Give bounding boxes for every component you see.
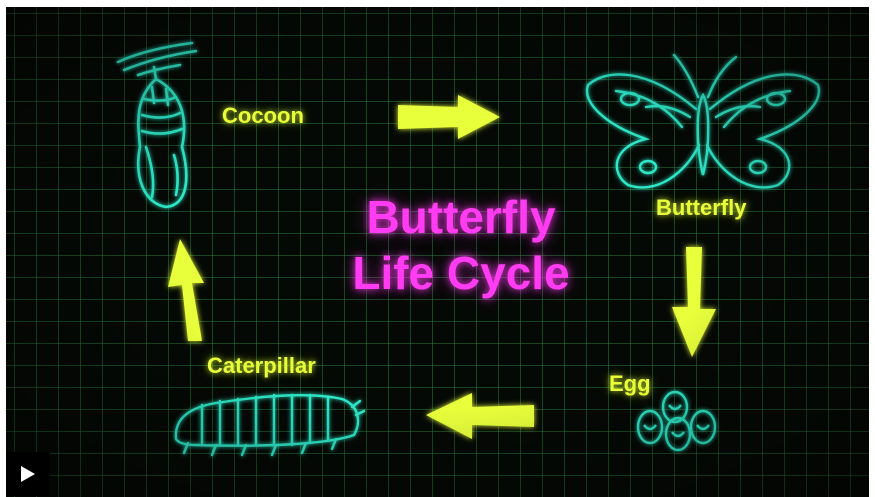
video-title: Butterfly Life Cycle [321,189,601,301]
cocoon-drawing [118,43,196,207]
caterpillar-drawing [176,395,364,455]
video-title-line-2: Life Cycle [321,245,601,301]
video-title-line-1: Butterfly [321,189,601,245]
butterfly-drawing [587,55,819,187]
stage-label-egg: Egg [609,371,651,397]
stage-label-caterpillar: Caterpillar [207,353,316,379]
egg-drawing [638,392,715,450]
video-player[interactable]: Cocoon Butterfly Egg Caterpillar Butterf… [6,7,869,497]
stage-label-butterfly: Butterfly [656,195,746,221]
play-button[interactable] [6,452,50,496]
play-icon [20,465,36,483]
stage-label-cocoon: Cocoon [222,103,304,129]
